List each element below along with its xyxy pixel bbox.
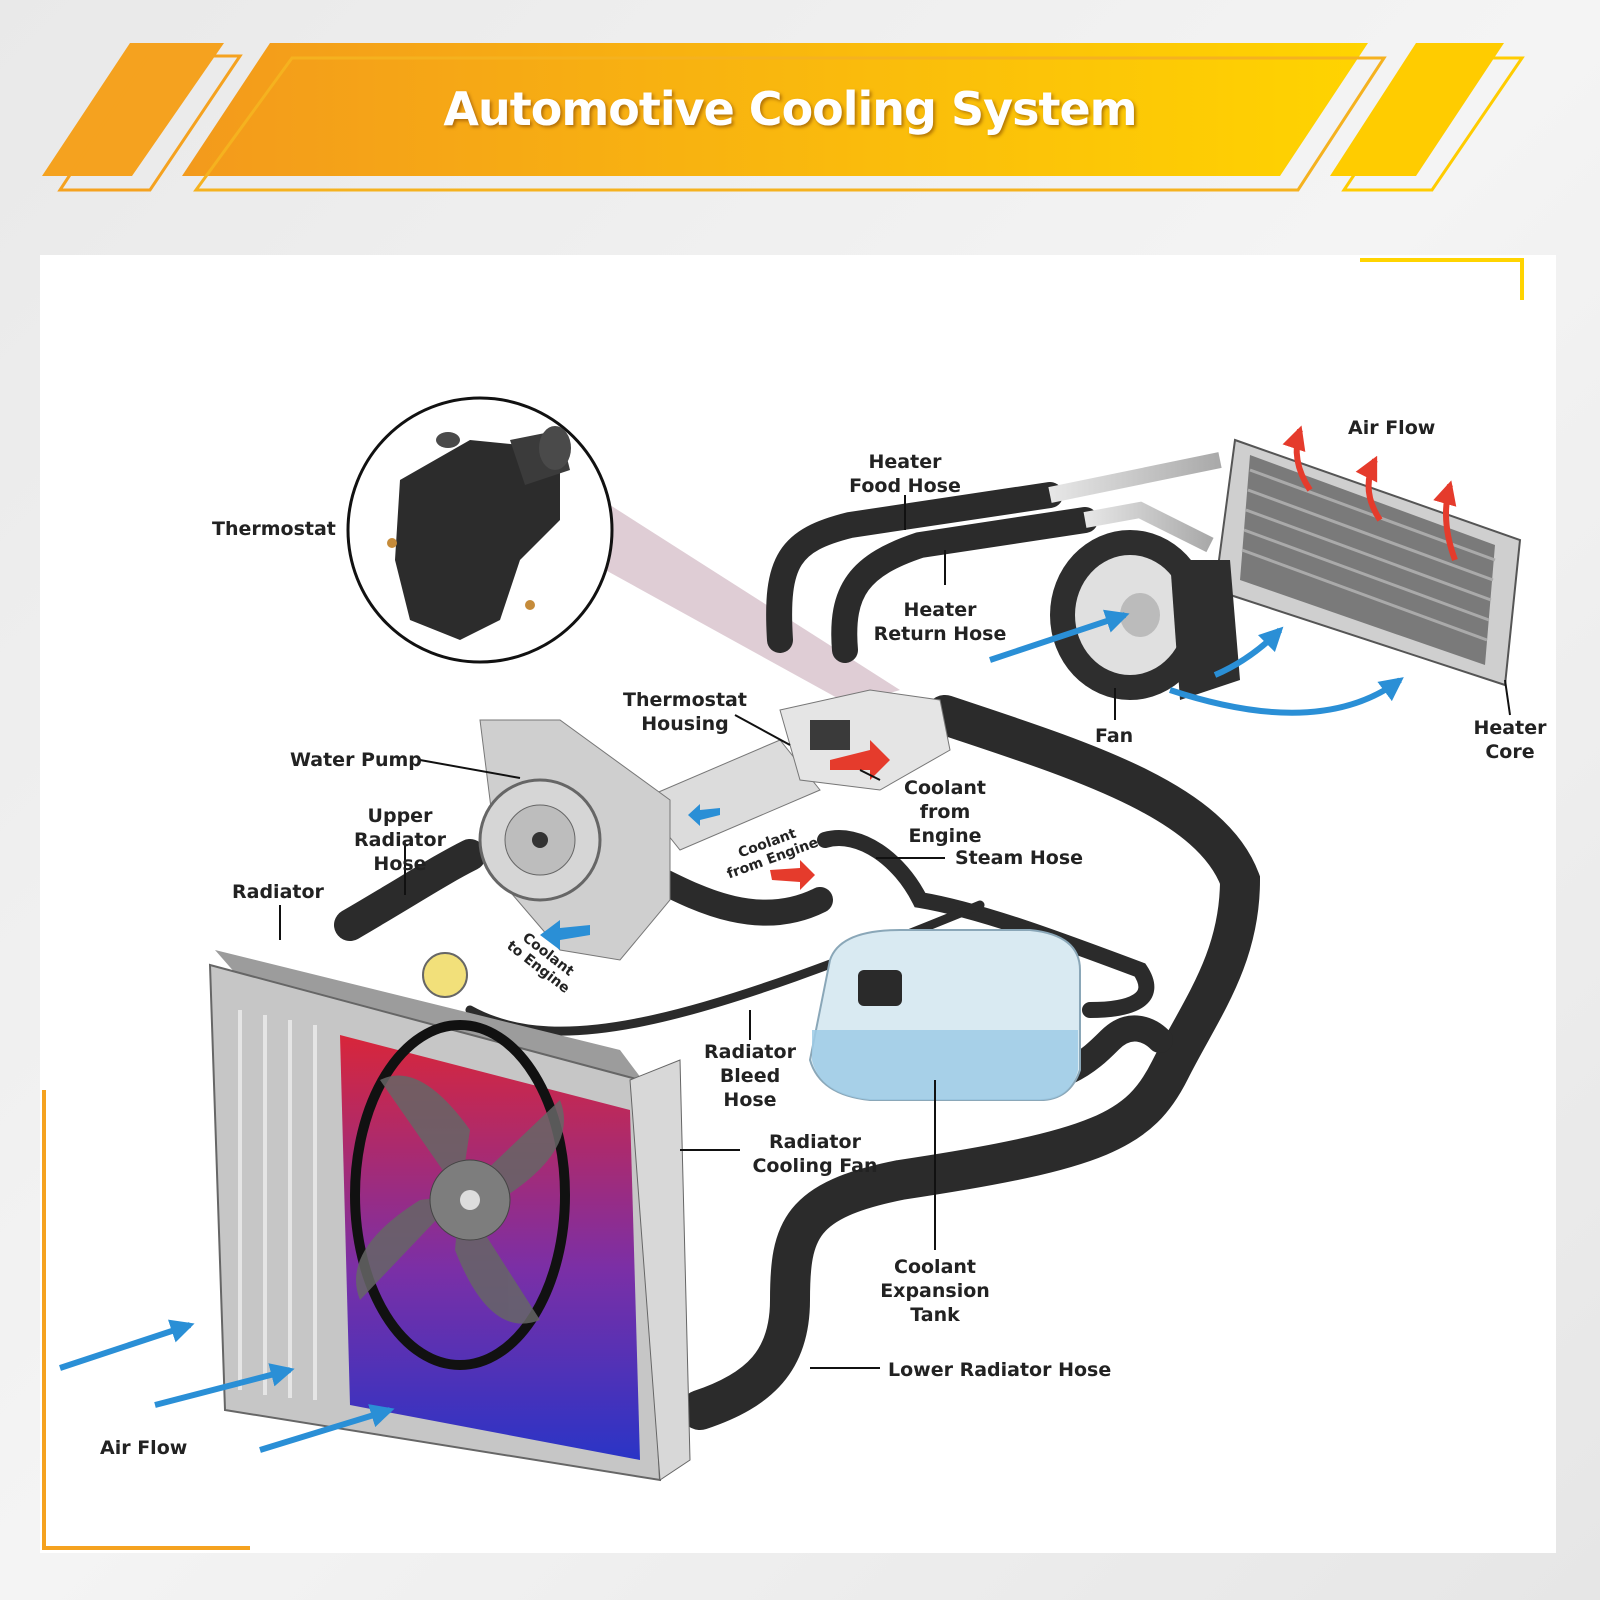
- radiator-cooling-fan-label: Radiator Cooling Fan: [752, 1131, 878, 1177]
- steam-hose-label: Steam Hose: [955, 847, 1084, 869]
- coolant-expansion-tank-label: Coolant Expansion Tank: [880, 1256, 990, 1326]
- fan-label: Fan: [1095, 725, 1134, 747]
- air-flow-arrows-top: [1282, 425, 1458, 562]
- page-title: Automotive Cooling System: [443, 82, 1137, 136]
- heater-core-shape: [1213, 438, 1522, 687]
- thermostat-housing-shape: [639, 689, 951, 851]
- zoom-beam: [560, 505, 900, 705]
- frame-accent-top: [1360, 258, 1524, 300]
- air-flow-bottom-label: Air Flow: [100, 1437, 188, 1459]
- upper-radiator-hose-label: Upper Radiator Hose: [354, 805, 446, 875]
- heater-core-label: Heater Core: [1473, 717, 1547, 763]
- blower-fan-shape: [1050, 530, 1240, 700]
- radiator-label: Radiator: [232, 881, 324, 903]
- heater-food-hose-label: Heater Food Hose: [849, 451, 961, 497]
- expansion-tank-shape: [808, 929, 1081, 1101]
- frame-accent-bottom: [42, 1090, 250, 1550]
- air-flow-top-label: Air Flow: [1348, 417, 1436, 439]
- lower-radiator-hose-label: Lower Radiator Hose: [888, 1359, 1112, 1381]
- thermostat-label: Thermostat: [212, 518, 336, 540]
- air-flow-arrows-bottom: [59, 1319, 395, 1453]
- coolant-from-engine-label: Coolant from Engine: [904, 777, 986, 847]
- coolant-flow-markers: [540, 740, 890, 950]
- thermostat-housing-label: Thermostat Housing: [623, 689, 747, 735]
- water-pump-label: Water Pump: [290, 749, 422, 771]
- title-banner: [42, 43, 1525, 192]
- leader-lines: [279, 495, 1511, 1369]
- water-pump-shape: [478, 719, 671, 961]
- radiator-bleed-hose-label: Radiator Bleed Hose: [704, 1041, 796, 1111]
- radiator-fan-shape: [350, 1020, 570, 1370]
- heater-return-hose-label: Heater Return Hose: [873, 599, 1007, 645]
- thermostat-photo: [387, 426, 571, 640]
- heater-pipes: [772, 452, 1222, 700]
- fan-airflow-arrows: [989, 609, 1404, 716]
